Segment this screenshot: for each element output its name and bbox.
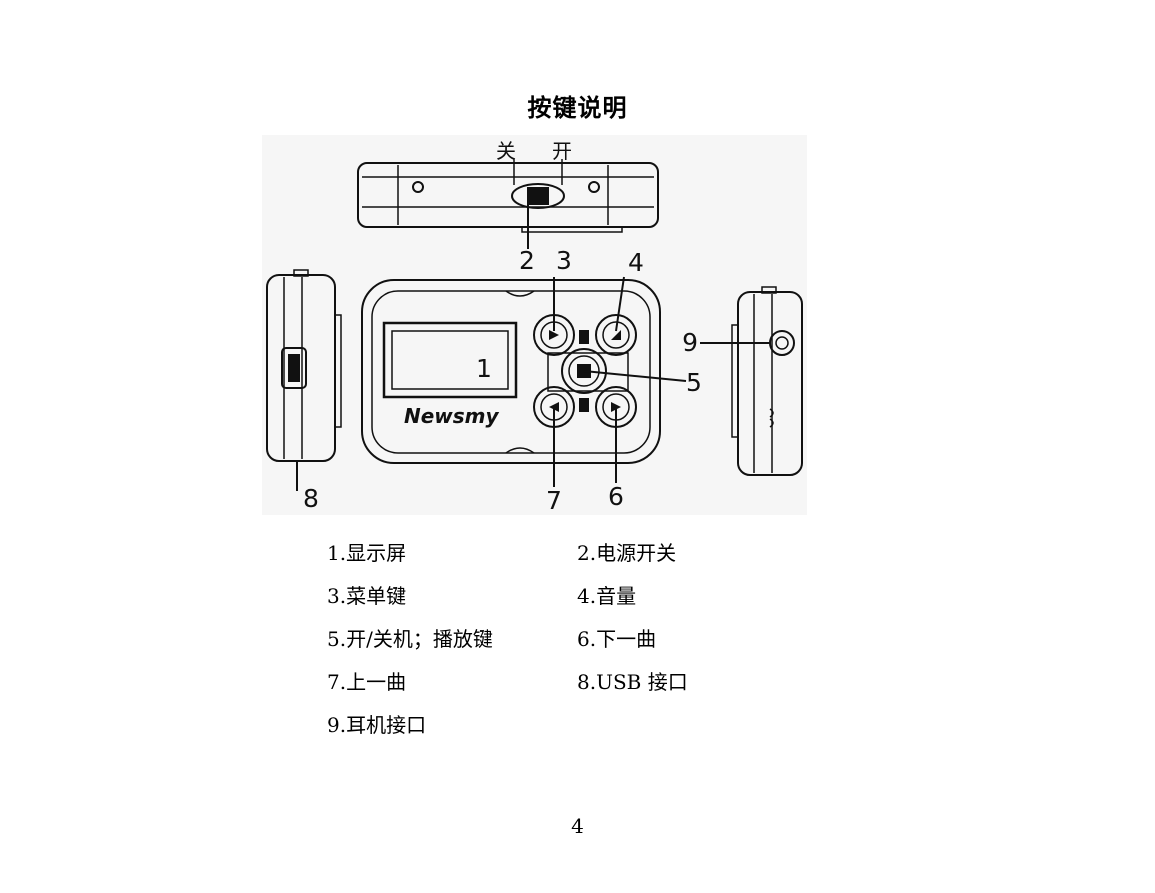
callout-6: 6	[608, 482, 624, 511]
switch-off-label: 关	[496, 139, 516, 163]
legend-item-headphone: 9.耳机接口	[327, 713, 427, 737]
legend-row: 1.显示屏 2.电源开关	[327, 530, 827, 573]
callout-1: 1	[476, 354, 492, 383]
volume-icon	[611, 330, 621, 340]
page-title: 按键说明	[527, 94, 628, 122]
leader-5	[583, 370, 687, 382]
leader-lines	[553, 276, 770, 487]
device-diagram: 关 开	[262, 135, 807, 515]
button-legend: 1.显示屏 2.电源开关 3.菜单键 4.音量 5.开/关机；播放键 6.下一曲…	[327, 530, 827, 745]
legend-row: 7.上一曲 8.USB 接口	[327, 659, 827, 702]
callout-2: 2	[519, 246, 535, 275]
legend-item-prev: 7.上一曲	[327, 670, 407, 694]
leader-4	[615, 276, 625, 332]
callout-5: 5	[686, 368, 702, 397]
device-diagram-svg: 关 开	[262, 135, 807, 515]
legend-item-menu: 3.菜单键	[327, 584, 407, 608]
volume-button	[595, 314, 637, 356]
legend-row: 9.耳机接口	[327, 702, 827, 745]
play-power-button	[561, 348, 607, 394]
callout-3: 3	[556, 246, 572, 275]
legend-item-next: 6.下一曲	[577, 627, 657, 651]
legend-item-volume: 4.音量	[577, 584, 637, 608]
callout-9: 9	[682, 328, 698, 357]
display-screen	[382, 321, 518, 399]
callout-8: 8	[303, 484, 319, 513]
callout-7: 7	[546, 486, 562, 515]
callout-4: 4	[628, 248, 644, 277]
page-number: 4	[571, 814, 584, 838]
switch-on-label: 开	[552, 139, 572, 163]
legend-row: 3.菜单键 4.音量	[327, 573, 827, 616]
legend-item-usb: 8.USB 接口	[577, 670, 688, 694]
usb-port	[281, 347, 307, 389]
menu-icon	[549, 330, 559, 340]
legend-row: 5.开/关机；播放键 6.下一曲	[327, 616, 827, 659]
legend-item-play-power: 5.开/关机；播放键	[327, 627, 493, 651]
legend-item-display: 1.显示屏	[327, 541, 407, 565]
power-switch	[511, 183, 565, 209]
top-view	[357, 159, 659, 249]
left-side-view	[266, 269, 342, 491]
brand-logo: Newsmy	[404, 404, 500, 428]
legend-item-power-switch: 2.电源开关	[577, 541, 677, 565]
